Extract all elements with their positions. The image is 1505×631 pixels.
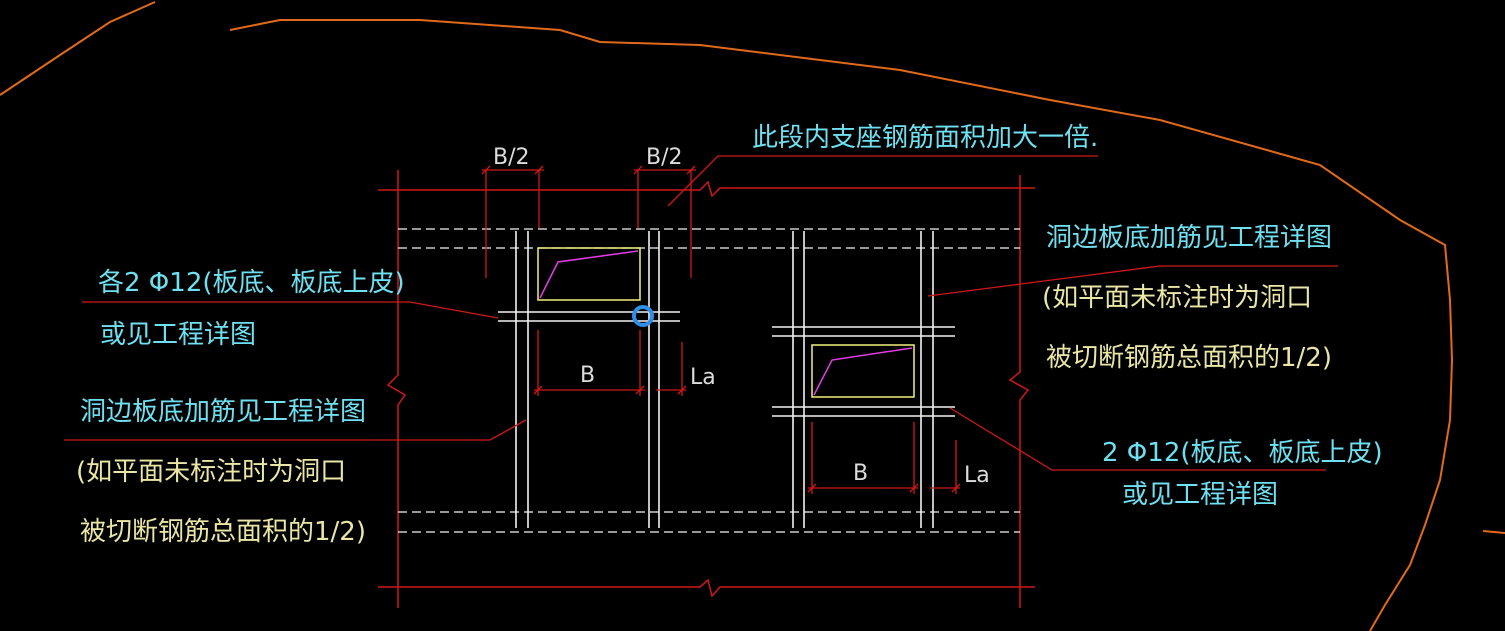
note-left-lower-sub1: (如平面未标注时为洞口 (76, 457, 346, 487)
note-right-lower: 2 Φ12(板底、板底上皮) (1102, 438, 1383, 468)
leader-lines (64, 155, 1338, 471)
opening-left-mark (539, 250, 639, 299)
dimension-lines (481, 165, 961, 494)
dim-b-left: B (580, 363, 595, 388)
slab-boundary (378, 170, 1035, 608)
note-left-upper: 各2 Φ12(板底、板底上皮) (98, 268, 405, 298)
vertical-rebars (515, 231, 934, 528)
opening-right (811, 344, 915, 398)
note-right-upper-sub2: 被切断钢筋总面积的1/2) (1046, 343, 1332, 373)
dim-la-right: La (964, 463, 990, 488)
horizontal-rebars (498, 311, 955, 417)
orange-boundary-line (0, 1, 156, 96)
note-left-upper-sub: 或见工程详图 (100, 320, 256, 350)
dim-b-right: B (853, 461, 868, 486)
dim-la-left: La (690, 365, 716, 390)
note-top: 此段内支座钢筋面积加大一倍. (752, 123, 1098, 153)
cursor-snap-marker[interactable] (632, 305, 654, 327)
note-right-upper: 洞边板底加筋见工程详图 (1046, 223, 1332, 253)
dim-b-half-left: B/2 (493, 145, 530, 170)
opening-right-mark (813, 347, 913, 396)
dim-b-half-right: B/2 (646, 145, 683, 170)
orange-boundary-line (229, 19, 1454, 631)
beam-dashed-lines (398, 228, 1020, 533)
note-right-lower-sub: 或见工程详图 (1122, 480, 1278, 510)
note-left-lower-sub2: 被切断钢筋总面积的1/2) (80, 517, 366, 547)
opening-left (537, 247, 641, 301)
orange-boundary-tick (1482, 530, 1505, 534)
note-right-upper-sub1: (如平面未标注时为洞口 (1042, 283, 1312, 313)
note-left-lower: 洞边板底加筋见工程详图 (80, 397, 366, 427)
